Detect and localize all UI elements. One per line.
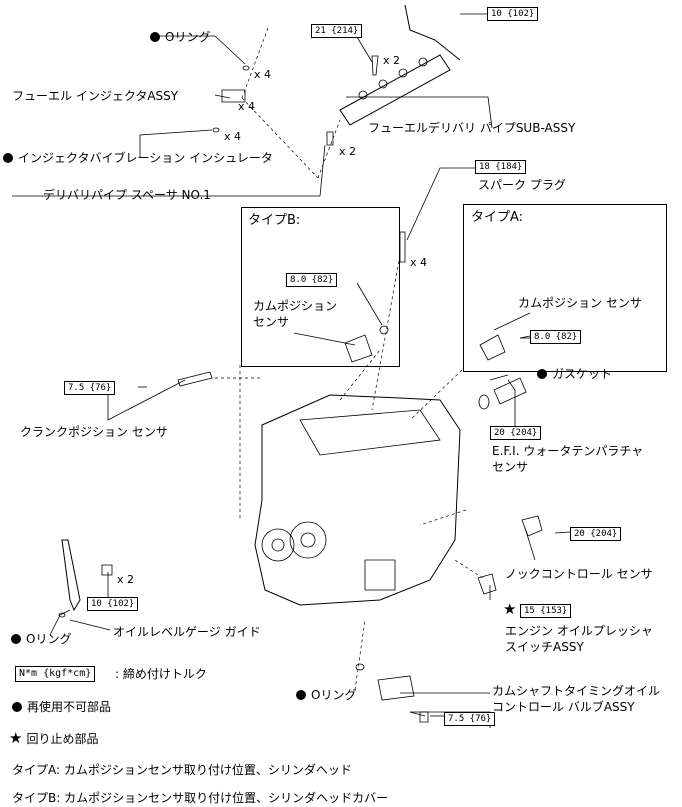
legend-torque-desc: : 締め付けトルク: [115, 667, 207, 681]
torque-oil-pressure: 15 {153}: [520, 604, 572, 618]
qty-insulator: x 4: [224, 130, 242, 143]
o-ring-guide-label: Oリング: [11, 632, 71, 646]
legend-non-reusable: 再使用不可部品: [12, 700, 111, 714]
torque-crank: 7.5 {76}: [64, 381, 116, 395]
gasket-label: ガスケット: [537, 367, 612, 381]
qty-delivery-bolt: x 2: [383, 54, 401, 67]
qty-spacer: x 2: [339, 145, 357, 158]
type-a-box: [463, 204, 667, 372]
star-icon: ★: [9, 729, 23, 747]
torque-spark-plug: 18 {184}: [475, 160, 527, 174]
type-a-title: タイプA:: [471, 210, 524, 225]
legend-type-a-note: タイプA: カムポジションセンサ取り付け位置、シリンダヘッド: [12, 763, 352, 777]
cam-sensor-a-label: カムポジション センサ: [518, 296, 642, 310]
filled-circle-icon: [537, 369, 547, 379]
type-b-box: [241, 207, 400, 367]
cam-sensor-b-label-2: センサ: [253, 315, 290, 329]
torque-ocv: 7.5 {76}: [444, 712, 496, 726]
delivery-spacer-label: デリバリパイプ スペーサ NO.1: [43, 188, 211, 202]
torque-cam-a: 8.0 {82}: [530, 330, 582, 344]
torque-water-temp: 20 {204}: [490, 426, 542, 440]
filled-circle-icon: [11, 634, 21, 644]
qty-o-ring-top: x 4: [254, 68, 272, 81]
filled-circle-icon: [3, 153, 13, 163]
spark-plug-label: スパーク プラグ: [478, 178, 566, 192]
water-temp-label-2: センサ: [492, 460, 529, 474]
qty-spark-plug: x 4: [410, 256, 428, 269]
cam-sensor-b-label-1: カムポジション: [253, 299, 338, 313]
legend-torque-box: N*m {kgf*cm}: [15, 666, 96, 682]
type-b-title: タイプB:: [248, 213, 301, 228]
torque-knock: 20 {204}: [570, 527, 622, 541]
oil-pressure-label-2: スイッチASSY: [505, 640, 584, 654]
filled-circle-icon: [296, 690, 306, 700]
legend-anti-loosen: ★回り止め部品: [9, 729, 99, 747]
torque-pipe-top: 10 {102}: [487, 7, 539, 21]
ocv-label-2: コントロール バルブASSY: [492, 700, 635, 714]
o-ring-ocv-label: Oリング: [296, 688, 356, 702]
torque-cam-b: 8.0 {82}: [286, 273, 338, 287]
oil-level-guide-label: オイルレベルゲージ ガイド: [113, 625, 261, 639]
injector-insulator-label: インジェクタバイブレーション インシュレータ: [3, 151, 273, 165]
qty-injector: x 4: [238, 100, 256, 113]
o-ring-top-label: Oリング: [150, 30, 210, 44]
fuel-delivery-pipe-label: フューエルデリバリ パイプSUB-ASSY: [368, 121, 576, 135]
water-temp-label-1: E.F.I. ウォータテンパラチャ: [492, 444, 644, 458]
oil-pressure-label-1: エンジン オイルプレッシャ: [505, 624, 653, 638]
star-icon: ★: [503, 600, 517, 618]
crank-sensor-label: クランクポジション センサ: [20, 425, 168, 439]
ocv-label-1: カムシャフトタイミングオイル: [492, 684, 661, 698]
torque-delivery-bolt: 21 {214}: [311, 24, 363, 38]
torque-guide: 10 {102}: [87, 597, 139, 611]
legend-type-b-note: タイプB: カムポジションセンサ取り付け位置、シリンダヘッドカバー: [12, 791, 389, 805]
qty-guide-bolt: x 2: [117, 573, 135, 586]
knock-sensor-label: ノックコントロール センサ: [505, 567, 653, 581]
filled-circle-icon: [150, 32, 160, 42]
filled-circle-icon: [12, 702, 22, 712]
fuel-injector-label: フューエル インジェクタASSY: [12, 89, 179, 103]
